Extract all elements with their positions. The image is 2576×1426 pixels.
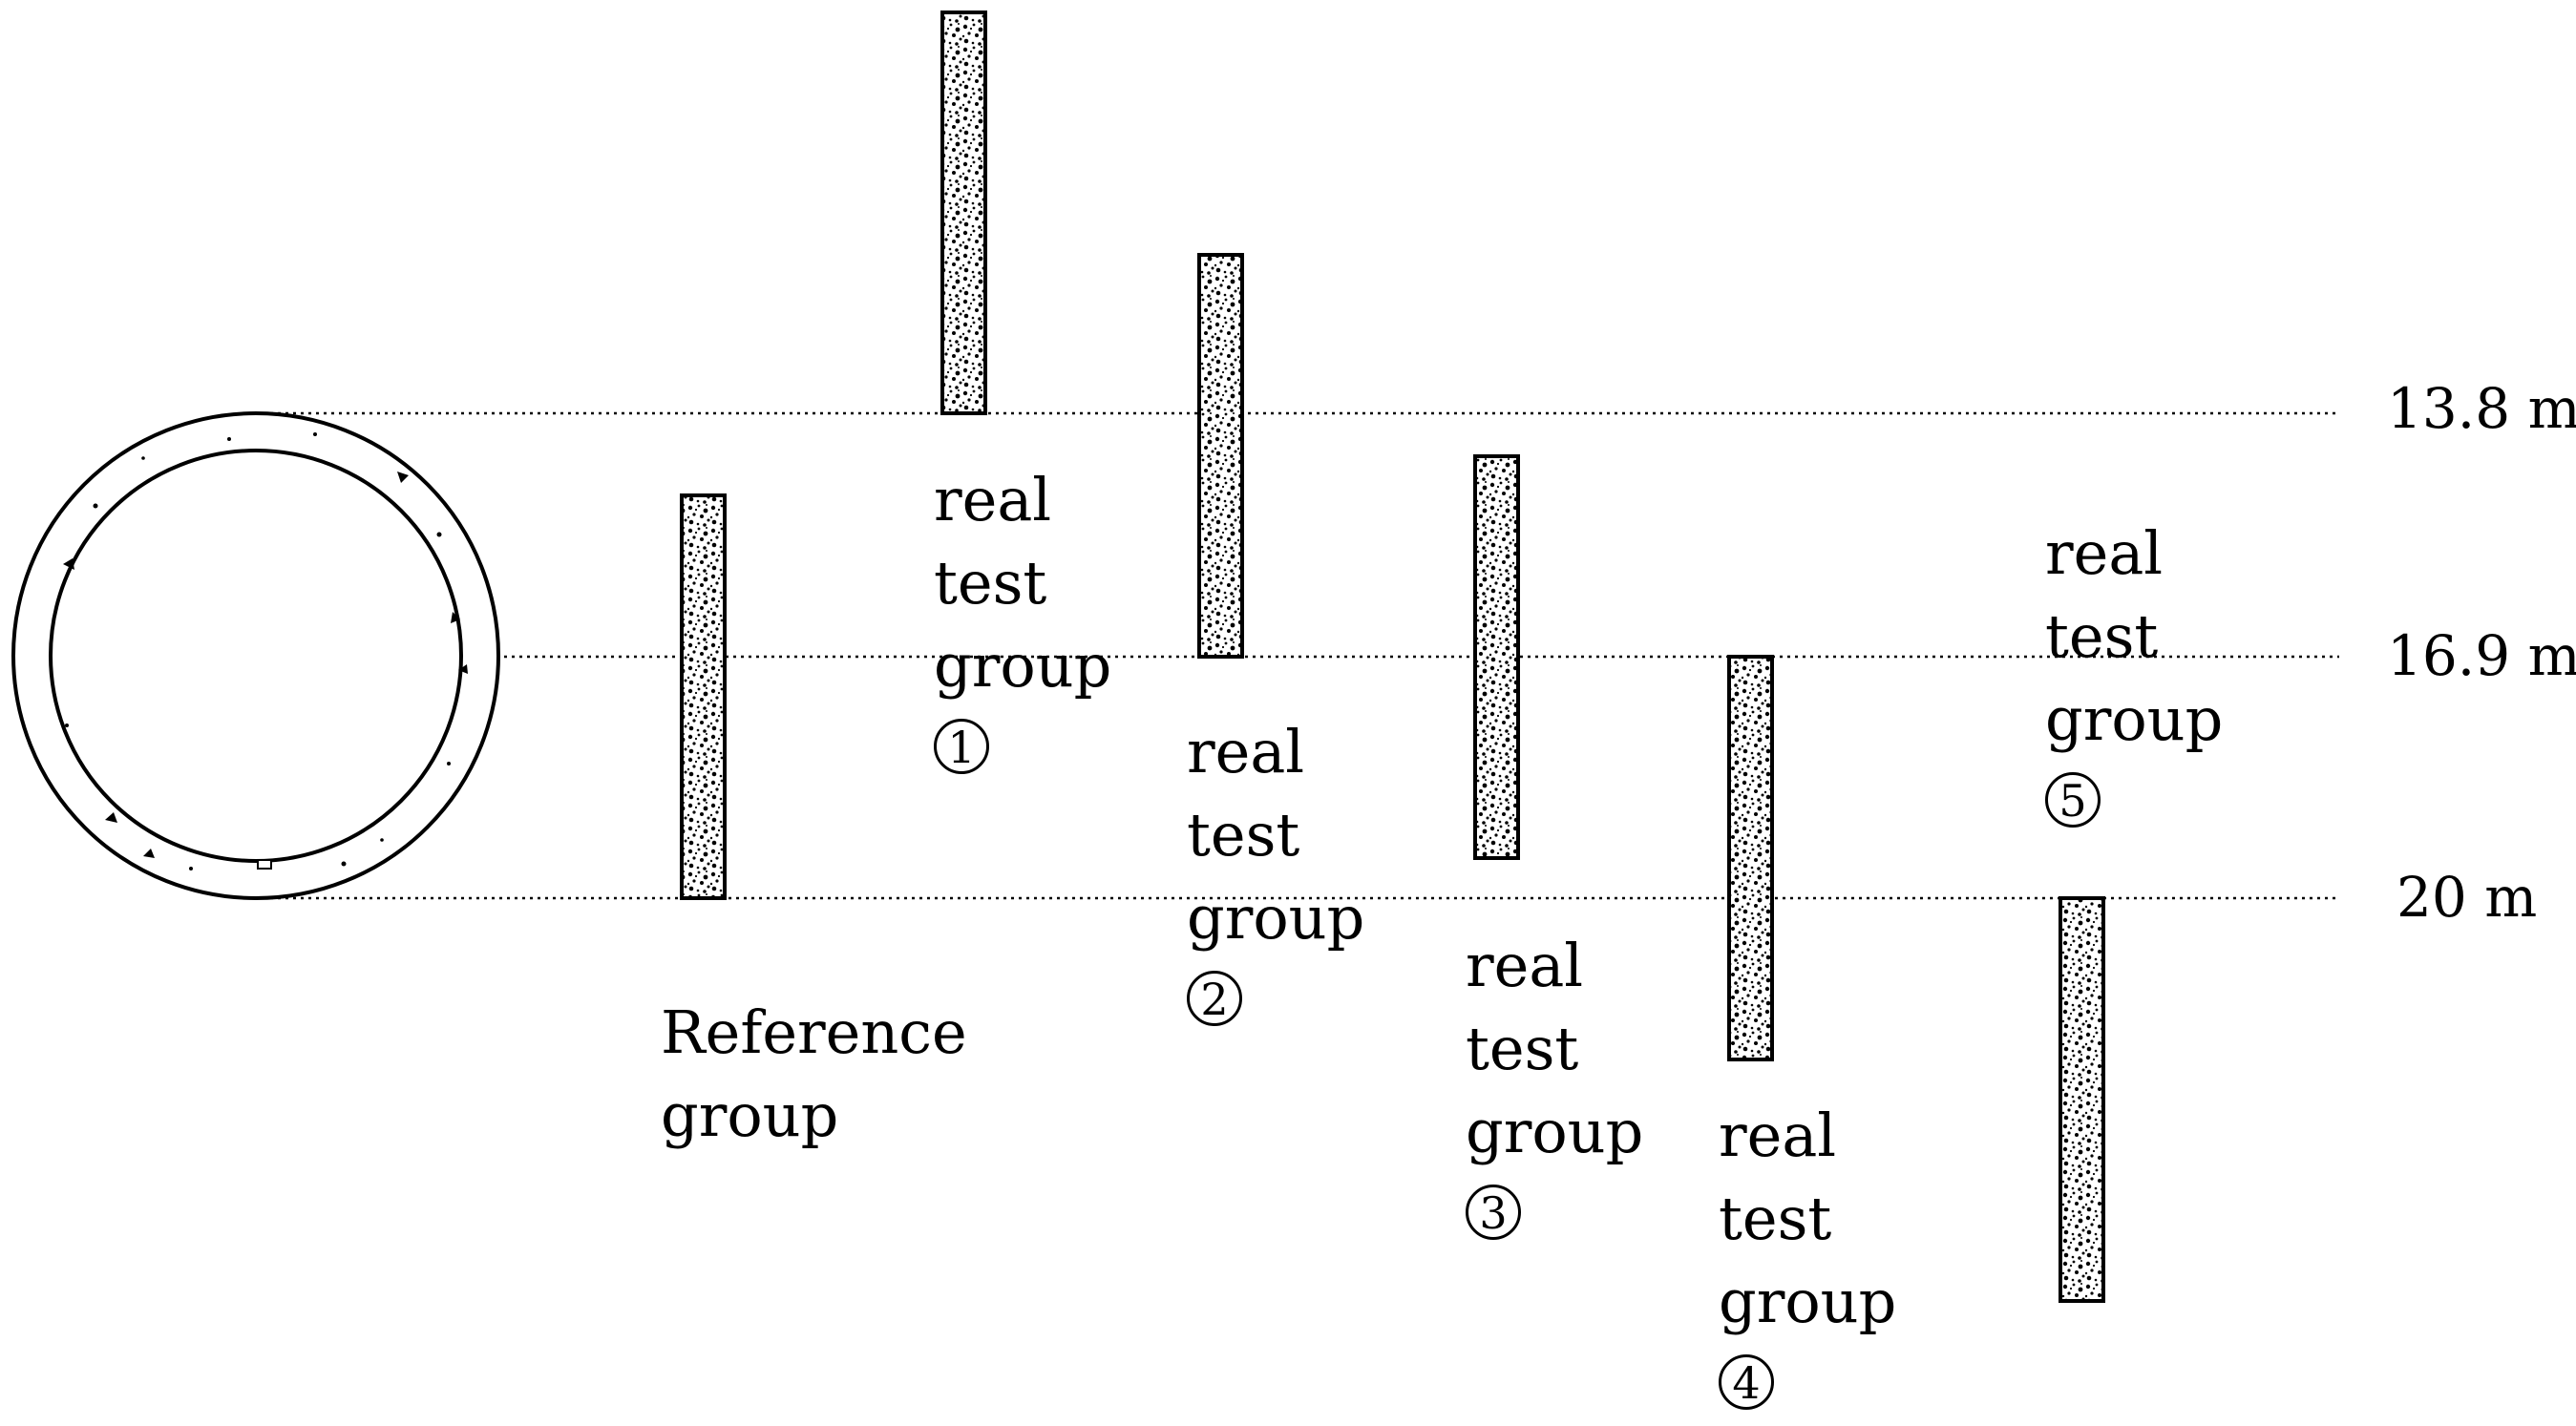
pile-group-4: [1727, 655, 1774, 1061]
group-5-label: real test group 5: [2045, 512, 2223, 828]
group-3-number-badge: 3: [1466, 1185, 1521, 1240]
pile-group-2: [1197, 253, 1244, 659]
reference-group-label: Reference group: [661, 991, 967, 1157]
group-4-label-line-1: real: [1719, 1101, 1837, 1170]
piles: [680, 10, 2105, 1303]
pile-group-5: [2059, 896, 2105, 1303]
group-5-label-line-3: group: [2045, 684, 2224, 754]
reference-label-line-1: Reference: [661, 997, 967, 1067]
group-1-label-line-2: test: [934, 548, 1047, 618]
group-5-number-badge: 5: [2045, 772, 2101, 828]
group-4-label: real test group 4: [1719, 1094, 1896, 1410]
group-5-label-line-1: real: [2045, 518, 2164, 588]
group-1-label: real test group 1: [934, 458, 1111, 774]
reference-label-line-2: group: [661, 1080, 839, 1150]
group-3-label-line-3: group: [1466, 1097, 1644, 1166]
group-2-number-badge: 2: [1187, 971, 1242, 1026]
group-1-label-line-3: group: [934, 631, 1112, 701]
pile-group-3: [1473, 454, 1520, 860]
group-2-label-line-3: group: [1187, 883, 1365, 953]
pile-reference: [680, 493, 727, 900]
depth-label-20: 20 m: [2397, 865, 2538, 930]
group-2-label: real test group 2: [1187, 710, 1364, 1026]
group-2-label-line-1: real: [1187, 717, 1305, 786]
group-5-label-line-2: test: [2045, 601, 2159, 671]
group-4-number-badge: 4: [1719, 1354, 1774, 1410]
depth-lines: [263, 411, 2339, 900]
group-3-label-line-1: real: [1466, 931, 1584, 1000]
group-1-number-badge: 1: [934, 719, 989, 774]
depth-label-16-9: 16.9 m: [2387, 623, 2576, 688]
group-1-label-line-1: real: [934, 465, 1052, 535]
tunnel-cross-section-icon: [11, 411, 500, 900]
group-4-label-line-2: test: [1719, 1184, 1832, 1253]
group-2-label-line-2: test: [1187, 800, 1300, 870]
depth-label-13-8: 13.8 m: [2387, 376, 2576, 441]
group-3-label-line-2: test: [1466, 1014, 1579, 1083]
pile-group-1: [940, 10, 987, 415]
group-3-label: real test group 3: [1466, 924, 1643, 1240]
group-4-label-line-3: group: [1719, 1267, 1897, 1336]
